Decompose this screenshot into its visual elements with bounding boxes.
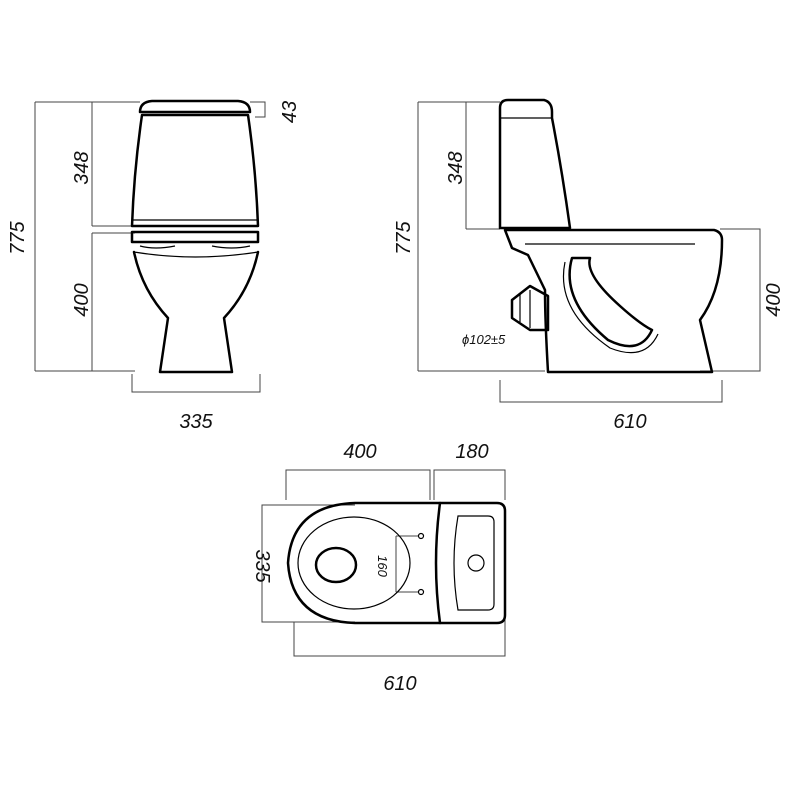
side-dim-610: 610 (613, 411, 646, 433)
top-bolt-hole-upper (417, 532, 425, 540)
top-dim-400: 400 (343, 441, 376, 463)
front-tank-lid (138, 99, 252, 114)
top-bowl-opening (314, 546, 358, 584)
front-dim-335: 335 (179, 411, 213, 433)
side-outlet-pipe (510, 284, 550, 332)
top-bolt-hole-lower (417, 588, 425, 596)
side-dim-400: 400 (763, 283, 785, 316)
top-dim-160: 160 (375, 555, 390, 577)
side-dim-775-lines (417, 101, 545, 372)
top-view: 400 180 335 160 610 (251, 441, 507, 695)
top-flush-button (467, 554, 485, 572)
top-dim-160-lines (395, 535, 418, 593)
top-tank-outline (434, 501, 507, 625)
front-dim-348: 348 (71, 151, 93, 184)
front-dim-43: 43 (279, 101, 301, 123)
side-dim-348: 348 (445, 151, 467, 184)
top-dim-610-lines (293, 618, 506, 657)
front-dim-400-lines (91, 232, 135, 372)
side-view: 775 348 400 ϕ102±5 610 (393, 98, 785, 433)
side-dim-775: 775 (393, 220, 415, 254)
side-tank (498, 98, 572, 230)
front-seat-slot-left (139, 245, 176, 249)
front-dim-775-lines (34, 101, 132, 372)
side-dim-outlet: ϕ102±5 (462, 332, 506, 347)
top-dim-180-lines (433, 469, 506, 500)
top-dim-180: 180 (455, 441, 488, 463)
side-dim-348-lines (465, 101, 500, 230)
top-dim-400-lines (285, 469, 431, 500)
front-seat-slot-right (211, 245, 251, 249)
side-dim-610-lines (499, 380, 723, 403)
side-dim-400-lines (700, 228, 761, 372)
front-tank-body (130, 113, 260, 228)
side-trapway-inner (562, 261, 659, 354)
side-outlet-ring (519, 290, 531, 328)
top-bowl-outline (286, 501, 442, 625)
top-dim-335: 335 (251, 549, 273, 583)
front-view: 775 348 400 43 335 (7, 99, 301, 433)
top-dim-610: 610 (383, 673, 416, 695)
front-dim-400: 400 (71, 283, 93, 316)
side-seat (503, 228, 724, 374)
top-tank-inner (453, 515, 495, 611)
front-bowl-rim (133, 251, 259, 258)
front-seat-rim (130, 230, 260, 244)
front-bowl (132, 250, 260, 374)
top-seat-ring (297, 516, 411, 610)
top-dim-335-lines (261, 504, 355, 623)
front-dim-43-lines (250, 101, 266, 118)
side-trapway (568, 256, 654, 348)
front-dim-335-lines (131, 374, 261, 393)
front-dim-775: 775 (7, 220, 29, 254)
